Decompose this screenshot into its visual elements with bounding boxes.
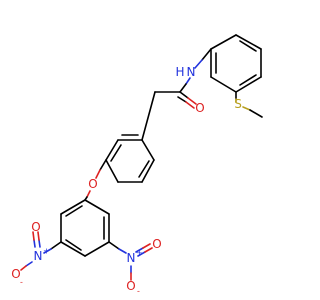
nitro-group-left (20, 231, 62, 271)
atom-o-nitro-right-up: O (152, 237, 161, 251)
amide-carbonyl (177, 77, 197, 109)
atom-n-nitro-right: N (127, 251, 136, 265)
charge-plus-left: + (43, 247, 50, 256)
atom-labels: N H O S O N + O O - N + O O - (11, 65, 242, 296)
atom-s: S (234, 97, 242, 111)
charge-plus-right: + (136, 249, 143, 258)
central-phenyl-ring (105, 134, 155, 183)
ether-link (84, 159, 107, 201)
atom-o-nitro-right-down: O (126, 279, 135, 293)
nitro-group-right (108, 241, 153, 281)
atom-n-amide: N (187, 65, 196, 79)
atom-o-nitro-left-up: O (31, 220, 40, 234)
atom-n-nitro-left: N (34, 249, 43, 263)
ethylene-chain (141, 91, 181, 141)
atom-o-nitro-left-down: O (11, 267, 20, 281)
molecule-structure: N H O S O N + O O - N + O O - (11, 34, 263, 296)
atom-o-ether: O (88, 177, 97, 191)
methylthio-group (235, 91, 263, 118)
atom-o-carbonyl: O (195, 101, 204, 115)
atom-h-amide: H (175, 65, 184, 79)
amide-nh-link (194, 48, 212, 69)
charge-minus-right: - (137, 287, 140, 296)
dinitrophenyl-ring (60, 199, 110, 257)
charge-minus-left: - (20, 278, 23, 287)
thioanisole-ring (210, 34, 262, 93)
